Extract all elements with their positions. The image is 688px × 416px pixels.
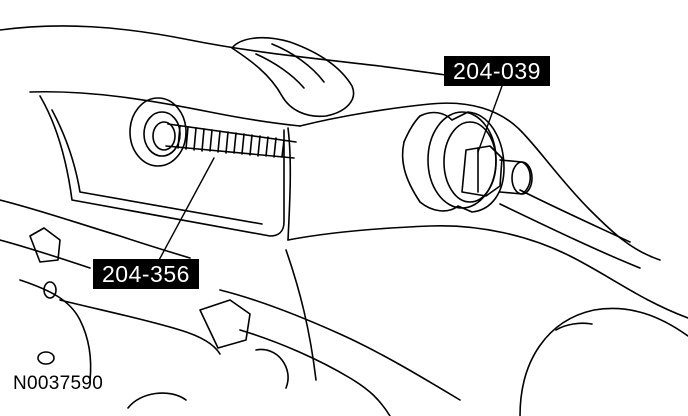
boot-outline	[231, 36, 355, 118]
strut-line-lower	[499, 203, 641, 269]
bushing-inner	[152, 121, 176, 151]
figure-id: N0037590	[13, 373, 104, 394]
boot-fold-2	[271, 43, 325, 83]
bushing-outer	[129, 97, 187, 167]
bottom-left-round	[37, 351, 55, 365]
leader-204-356	[157, 157, 215, 263]
bottom-cup	[127, 392, 187, 409]
knuckle-housing-edge	[555, 322, 593, 331]
bracket-plate	[39, 95, 285, 237]
lower-arm-2	[239, 329, 391, 416]
bracket-plate-inner	[51, 109, 263, 225]
arm-housing-outline	[299, 102, 661, 261]
forcing-nut	[461, 145, 533, 197]
tool-callout-204-356: 204-356	[93, 259, 199, 289]
crossmember-upper	[0, 199, 191, 259]
vertical-link	[285, 249, 317, 381]
bottom-left-frame	[19, 279, 92, 381]
bottom-left-bolt	[43, 281, 57, 299]
arm-housing-side	[287, 127, 292, 241]
upper-frame-outline	[0, 25, 501, 85]
upper-frame-inner	[29, 90, 301, 127]
bottom-center-detail	[255, 348, 289, 389]
bottom-left-bracket	[29, 227, 61, 263]
leader-204-039	[477, 85, 503, 153]
boot-fold	[255, 53, 305, 89]
lower-arm	[219, 289, 461, 401]
knuckle-housing	[519, 307, 688, 416]
crossmember-lower	[0, 239, 91, 269]
bottom-center-bracket	[199, 299, 251, 349]
strut-line-upper	[519, 189, 631, 243]
threaded-rod	[165, 123, 297, 159]
arm-housing-lower	[287, 224, 688, 319]
bottom-left-frame-2	[59, 299, 221, 355]
receiver-cup	[401, 111, 505, 213]
tool-callout-204-039: 204-039	[444, 56, 550, 86]
